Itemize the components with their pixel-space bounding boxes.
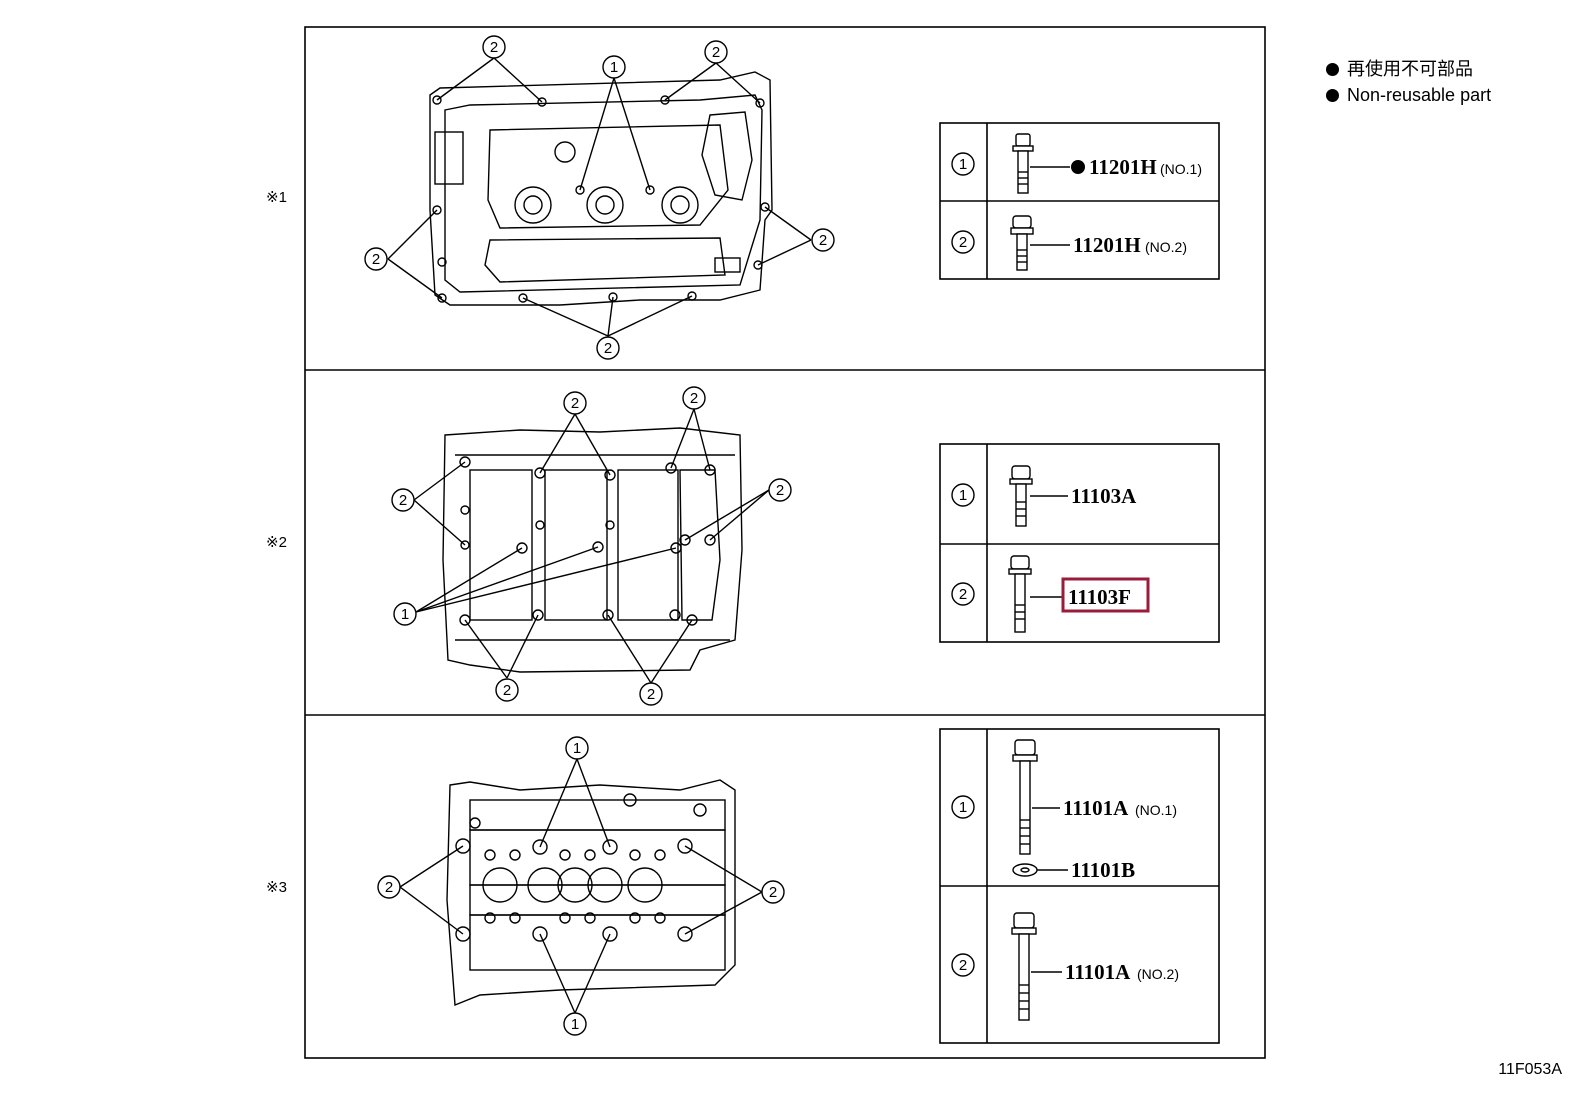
svg-text:1: 1	[571, 1016, 579, 1033]
section-label-3: ※3	[266, 879, 287, 896]
section-2-leaders	[413, 408, 770, 684]
head-bolt-icon	[1012, 739, 1038, 855]
part-suffix: (NO.2)	[1145, 239, 1187, 255]
part-number-highlighted: 11103F	[1068, 585, 1131, 609]
callout-1: 1	[565, 736, 589, 760]
part-index: 1	[959, 156, 967, 173]
part-row-2: 2 11101A (NO.2)	[951, 912, 1179, 1021]
part-index: 2	[959, 957, 967, 974]
part-row-1: 1 11101A (NO.1) 11101B	[951, 739, 1177, 882]
part-number: 11103A	[1071, 484, 1137, 508]
long-flange-bolt-icon	[1008, 555, 1032, 633]
part-index: 2	[959, 234, 967, 251]
non-reusable-dot-icon	[1326, 88, 1339, 102]
callout-2: 2	[495, 678, 519, 702]
callout-2: 2	[391, 488, 415, 512]
section-label-1: ※1	[266, 189, 287, 206]
svg-text:2: 2	[690, 390, 698, 407]
section-3-leaders	[399, 758, 763, 1014]
flange-bolt-icon	[1009, 465, 1033, 527]
stud-bolt-short-icon	[1010, 215, 1034, 271]
part-index: 2	[959, 586, 967, 603]
callout-2: 2	[704, 40, 728, 64]
svg-text:2: 2	[490, 39, 498, 56]
callout-2: 2	[482, 35, 506, 59]
svg-text:1: 1	[401, 606, 409, 623]
part-row-2: 2 11201H (NO.2)	[951, 215, 1187, 271]
svg-text:2: 2	[769, 884, 777, 901]
flange-bolt-short-icon	[1012, 133, 1034, 194]
svg-text:2: 2	[819, 232, 827, 249]
svg-text:2: 2	[712, 44, 720, 61]
svg-text:1: 1	[610, 59, 618, 76]
svg-text:2: 2	[372, 251, 380, 268]
callout-2: 2	[364, 247, 388, 271]
section-3-parts-table: 1 11101A (NO.1) 11101B 2 11	[939, 728, 1220, 1044]
head-bolt-icon	[1011, 912, 1037, 1021]
section-1-callouts: 2 1 2 2 2 2	[364, 35, 835, 360]
svg-text:2: 2	[399, 492, 407, 509]
callout-2: 2	[639, 682, 663, 706]
non-reusable-dot-icon	[1071, 160, 1085, 174]
washer-icon	[1012, 863, 1038, 877]
svg-text:2: 2	[571, 395, 579, 412]
callout-1: 1	[602, 55, 626, 79]
section-1-leaders	[387, 57, 812, 337]
legend-jp-text: 再使用不可部品	[1347, 59, 1473, 79]
svg-text:2: 2	[647, 686, 655, 703]
part-number: 11201H	[1073, 233, 1141, 257]
part-number: 11201H	[1089, 155, 1157, 179]
svg-text:2: 2	[604, 340, 612, 357]
part-row-2: 2 11103F	[951, 555, 1150, 633]
callout-2: 2	[811, 228, 835, 252]
section-1-drawing	[429, 71, 773, 306]
svg-text:2: 2	[385, 879, 393, 896]
section-2-parts-table: 1 11103A 2 11103F	[939, 443, 1220, 643]
callout-1: 1	[393, 602, 417, 626]
callout-1: 1	[563, 1012, 587, 1036]
section-2-callouts: 2 2 2 2 1 2 2	[391, 386, 792, 706]
highlight-box	[1061, 577, 1150, 613]
outer-frame	[304, 26, 1266, 1059]
callout-2: 2	[377, 875, 401, 899]
part-row-1: 1 11201H (NO.1)	[951, 133, 1202, 194]
non-reusable-dot-icon	[1326, 62, 1339, 76]
section-3-drawing	[446, 779, 736, 1007]
callout-2: 2	[596, 336, 620, 360]
part-index: 1	[959, 487, 967, 504]
part-suffix: (NO.2)	[1137, 966, 1179, 982]
section-1-parts-table: 1 11201H (NO.1) 2 11201H (NO.2)	[939, 122, 1220, 280]
callout-2: 2	[761, 880, 785, 904]
section-3-callouts: 1 2 2 1	[377, 736, 785, 1036]
legend-non-reusable-jp: 再使用不可部品	[1326, 58, 1473, 80]
washer-part-number: 11101B	[1071, 858, 1135, 882]
callout-2: 2	[563, 391, 587, 415]
callout-2: 2	[682, 386, 706, 410]
part-number: 11101A	[1065, 960, 1131, 984]
part-suffix: (NO.1)	[1135, 802, 1177, 818]
legend-non-reusable-en: Non-reusable part	[1326, 84, 1491, 106]
section-label-2: ※2	[266, 534, 287, 551]
svg-text:2: 2	[503, 682, 511, 699]
legend-en-text: Non-reusable part	[1347, 85, 1492, 105]
part-index: 1	[959, 799, 967, 816]
svg-text:2: 2	[776, 482, 784, 499]
part-row-1: 1 11103A	[951, 465, 1137, 527]
figure-code: 11F053A	[1498, 1061, 1562, 1078]
callout-2: 2	[768, 478, 792, 502]
section-2-drawing	[442, 427, 743, 673]
svg-text:1: 1	[573, 740, 581, 757]
part-number: 11101A	[1063, 796, 1129, 820]
part-suffix: (NO.1)	[1160, 161, 1202, 177]
